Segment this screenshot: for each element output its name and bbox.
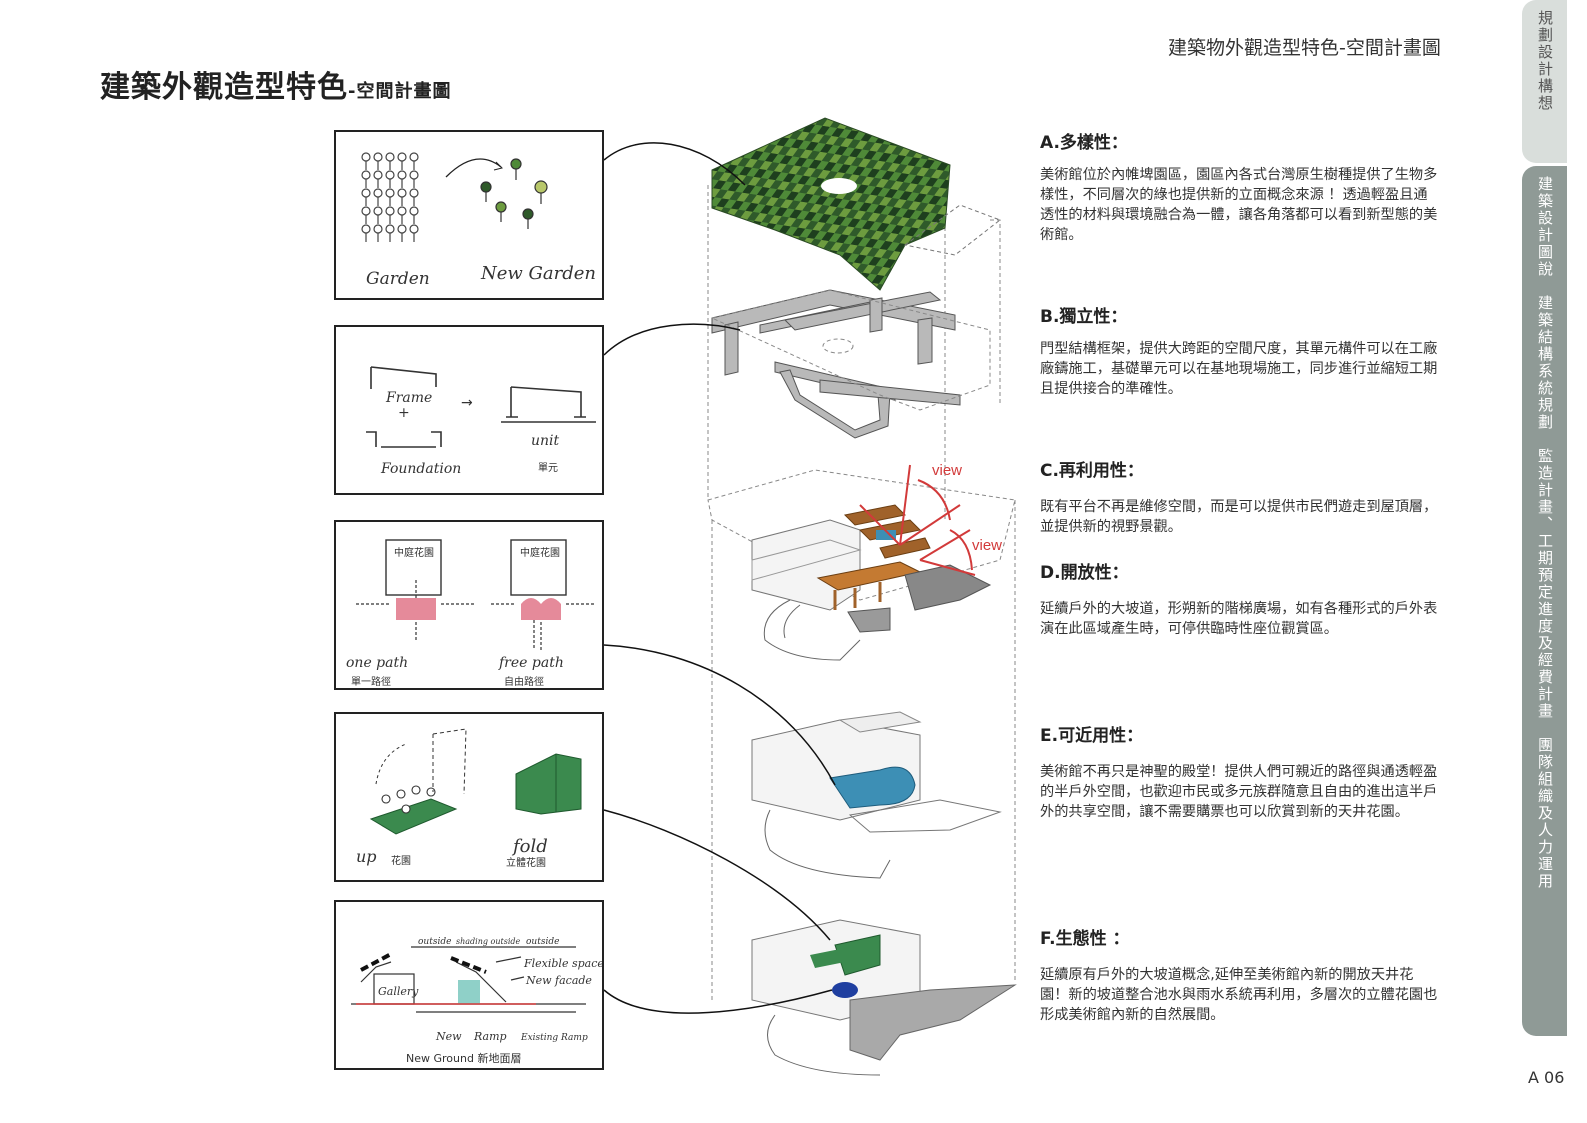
gallery-label: Gallery bbox=[378, 985, 419, 998]
view-label: view bbox=[932, 462, 962, 479]
courtyard-right-label: 中庭花園 bbox=[520, 546, 560, 559]
section-e-body: 美術館不再只是神聖的殿堂！提供人們可親近的路徑與通透輕盈的半戶外空間，也歡迎市民… bbox=[1040, 764, 1438, 820]
sketch-fold: up 花園 fold 立體花園 bbox=[334, 712, 604, 882]
new-label: New bbox=[435, 1030, 462, 1043]
shading-outside-label: shading outside bbox=[456, 937, 520, 946]
fold-label: fold bbox=[511, 836, 548, 857]
section-e-heading: E.可近用性： bbox=[1040, 726, 1144, 746]
unit-zh-label: 單元 bbox=[538, 462, 558, 474]
courtyard-left-label: 中庭花園 bbox=[394, 546, 434, 559]
existing-ramp-label: Existing Ramp bbox=[520, 1033, 588, 1043]
one-path-zh-label: 單一路徑 bbox=[351, 675, 391, 688]
frame-label: Frame bbox=[385, 390, 432, 406]
flexible-space-label: Flexible space bbox=[523, 957, 604, 970]
up-zh-label: 花園 bbox=[391, 854, 411, 867]
frame-structure-layer bbox=[711, 289, 961, 439]
free-path-zh-label: 自由路徑 bbox=[504, 675, 544, 688]
section-c-heading: C.再利用性： bbox=[1040, 461, 1144, 481]
garden-label: Garden bbox=[366, 269, 430, 289]
plus-sign: + bbox=[398, 405, 410, 421]
side-tab-design[interactable]: 建築設計圖說 建築結構系統規劃 監造計畫、工期預定進度及經費計畫 團隊組織及人力… bbox=[1522, 166, 1567, 1036]
header-title: 建築物外觀造型特色-空間計畫圖 bbox=[1168, 37, 1441, 59]
outside-label: outside bbox=[418, 937, 451, 947]
ecology-layer-building bbox=[751, 919, 1017, 1076]
new-garden-label: New Garden bbox=[480, 263, 596, 284]
new-ground-label: New Ground 新地面層 bbox=[406, 1051, 521, 1065]
foundation-label: Foundation bbox=[380, 461, 461, 477]
section-b-body: 門型結構框架，提供大跨距的空間尺度，其單元構件可以在工廠廠鑄施工，基礎單元可以在… bbox=[1040, 341, 1438, 397]
accessibility-layer-building bbox=[751, 711, 1002, 879]
new-facade-label: New facade bbox=[525, 974, 592, 987]
side-tab-label: 規劃設計構想 bbox=[1536, 10, 1554, 112]
side-tab-planning[interactable]: 規劃設計構想 bbox=[1522, 0, 1567, 163]
unit-label: unit bbox=[531, 433, 560, 449]
section-d-body: 延續戶外的大坡道，形朔新的階梯廣場，如有各種形式的戶外表演在此區域產生時，可停供… bbox=[1040, 601, 1438, 637]
sketch-path: 中庭花園 中庭花園 one path 單一路徑 free path 自由路徑 bbox=[334, 520, 604, 690]
side-tab-label: 建築設計圖說 建築結構系統規劃 監造計畫、工期預定進度及經費計畫 團隊組織及人力… bbox=[1536, 176, 1554, 890]
section-f-heading: F.生態性 ： bbox=[1040, 929, 1130, 949]
green-roof-layer bbox=[711, 117, 1002, 291]
sketch-section: outside shading outside outside Flexible… bbox=[334, 900, 604, 1070]
arrow-glyph: → bbox=[461, 395, 473, 411]
page-title-sub: -空間計畫圖 bbox=[348, 81, 452, 102]
view-label: view bbox=[972, 537, 1002, 554]
outside-label: outside bbox=[526, 937, 559, 947]
section-f-body: 延續原有戶外的大坡道概念,延伸至美術館內新的開放天井花園！新的坡道整合池水與雨水… bbox=[1040, 967, 1438, 1023]
section-a-body: 美術館位於內帷埤園區，園區內各式台灣原生樹種提供了生物多樣性，不同層次的綠也提供… bbox=[1040, 167, 1438, 243]
free-path-label: free path bbox=[498, 655, 564, 671]
section-a-heading: A.多樣性： bbox=[1040, 133, 1128, 153]
page-number: A 06 bbox=[1528, 1068, 1565, 1087]
fold-zh-label: 立體花園 bbox=[506, 856, 546, 869]
section-d-heading: D.開放性： bbox=[1040, 563, 1129, 583]
reuse-layer-building: view view bbox=[751, 462, 1002, 661]
page-title: 建築外觀造型特色-空間計畫圖 bbox=[100, 62, 451, 106]
sketch-frame: Frame + → Foundation unit 單元 bbox=[334, 325, 604, 495]
one-path-label: one path bbox=[346, 655, 408, 671]
up-label: up bbox=[356, 847, 377, 866]
section-b-heading: B.獨立性： bbox=[1040, 307, 1128, 327]
section-c-body: 既有平台不再是維修空間，而是可以提供市民們遊走到屋頂層，並提供新的視野景觀。 bbox=[1040, 499, 1438, 535]
ramp-label: Ramp bbox=[473, 1030, 507, 1043]
page-title-main: 建築外觀造型特色 bbox=[100, 70, 348, 105]
connector-lines bbox=[603, 142, 836, 1014]
sketch-garden: Garden New Garden bbox=[334, 130, 604, 300]
